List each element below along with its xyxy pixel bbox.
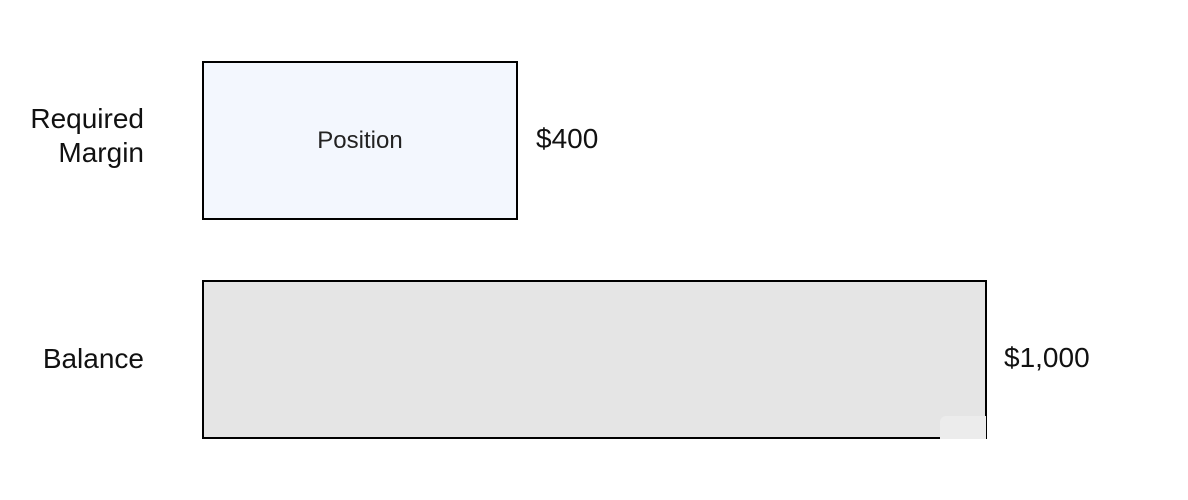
required-margin-amount: $400 bbox=[536, 123, 599, 154]
balance-label: Balance bbox=[42, 343, 144, 374]
required-margin-label: Required Margin bbox=[30, 103, 144, 168]
position-label: Position bbox=[317, 126, 403, 154]
watermark-corner bbox=[940, 416, 986, 439]
required-margin-box: Position bbox=[202, 61, 518, 220]
balance-box bbox=[202, 280, 987, 439]
balance-amount: $1,000 bbox=[1004, 342, 1090, 373]
